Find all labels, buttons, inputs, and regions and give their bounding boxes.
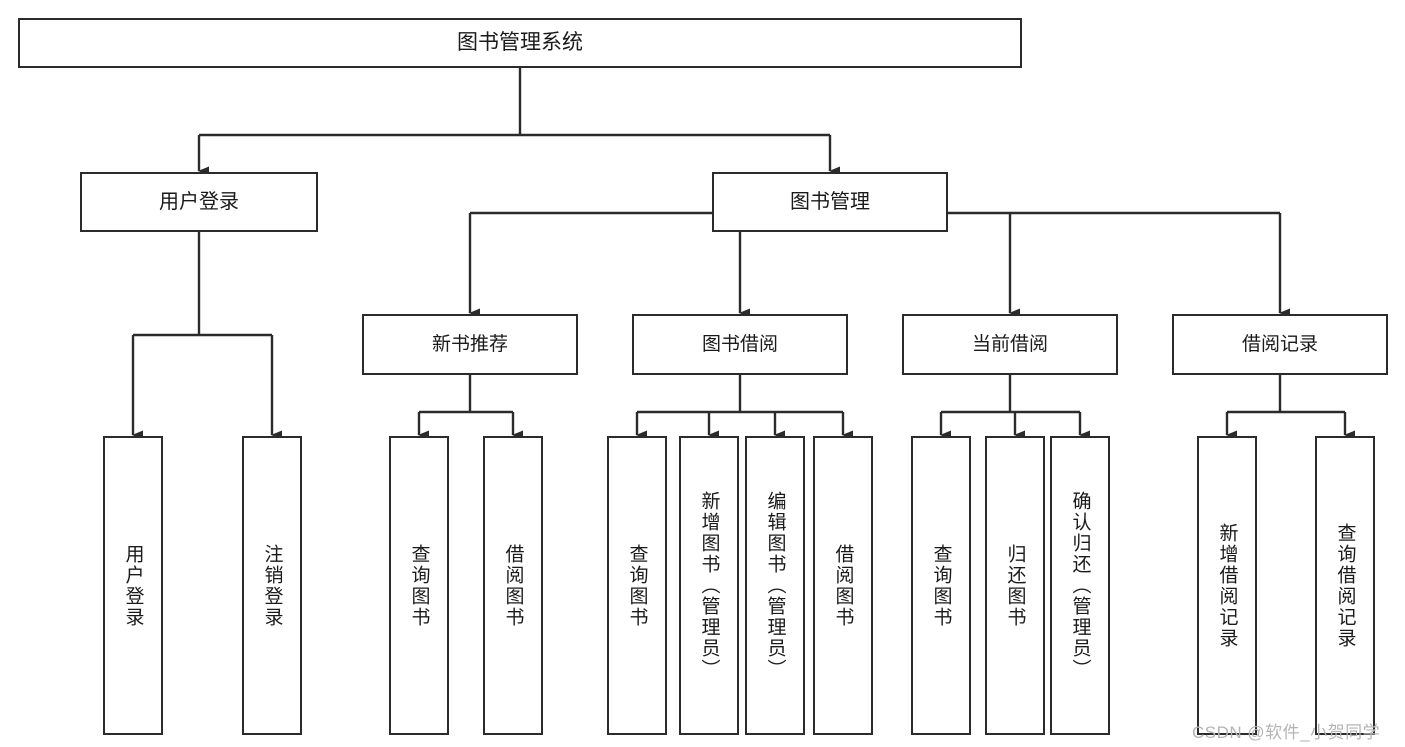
node-records[interactable]: 借阅记录: [1172, 314, 1388, 375]
node-label: 新增借阅记录: [1216, 522, 1238, 649]
node-label: 归还图书: [1004, 543, 1026, 628]
node-root[interactable]: 图书管理系统: [18, 18, 1022, 68]
node-label: 查询图书: [930, 543, 952, 628]
node-l-query2[interactable]: 查询图书: [607, 436, 667, 735]
node-label: 当前借阅: [971, 333, 1048, 355]
node-label: 图书管理系统: [457, 30, 583, 54]
node-label: 借阅图书: [502, 543, 524, 628]
node-l-add[interactable]: 新增图书（管理员）: [679, 436, 739, 735]
node-l-logout[interactable]: 注销登录: [242, 436, 302, 735]
node-label: 编辑图书（管理员）: [764, 491, 786, 680]
node-l-confirm[interactable]: 确认归还（管理员）: [1050, 436, 1110, 735]
node-label: 图书借阅: [701, 333, 778, 355]
node-login[interactable]: 用户登录: [80, 172, 318, 232]
node-label: 注销登录: [261, 543, 283, 628]
node-current[interactable]: 当前借阅: [902, 314, 1118, 375]
node-newbook[interactable]: 新书推荐: [362, 314, 578, 375]
node-l-borrow1[interactable]: 借阅图书: [483, 436, 543, 735]
node-label: 用户登录: [122, 543, 144, 628]
node-label: 确认归还（管理员）: [1069, 491, 1091, 680]
node-label: 借阅图书: [832, 543, 854, 628]
node-l-edit[interactable]: 编辑图书（管理员）: [745, 436, 805, 735]
node-label: 新书推荐: [431, 333, 508, 355]
node-label: 查询图书: [626, 543, 648, 628]
node-label: 借阅记录: [1241, 333, 1318, 355]
watermark: CSDN @软件_小贺同学: [1192, 723, 1381, 742]
node-l-query3[interactable]: 查询图书: [911, 436, 971, 735]
node-l-addrec[interactable]: 新增借阅记录: [1197, 436, 1257, 735]
node-l-query1[interactable]: 查询图书: [389, 436, 449, 735]
node-label: 用户登录: [159, 190, 239, 213]
node-label: 查询借阅记录: [1334, 522, 1356, 649]
node-l-queryrec[interactable]: 查询借阅记录: [1315, 436, 1375, 735]
node-l-return[interactable]: 归还图书: [985, 436, 1045, 735]
node-label: 图书管理: [790, 190, 870, 213]
node-l-login[interactable]: 用户登录: [103, 436, 163, 735]
node-l-borrow2[interactable]: 借阅图书: [813, 436, 873, 735]
node-borrow[interactable]: 图书借阅: [632, 314, 848, 375]
node-bookmgmt[interactable]: 图书管理: [712, 172, 948, 232]
node-label: 查询图书: [408, 543, 430, 628]
node-label: 新增图书（管理员）: [698, 491, 720, 680]
